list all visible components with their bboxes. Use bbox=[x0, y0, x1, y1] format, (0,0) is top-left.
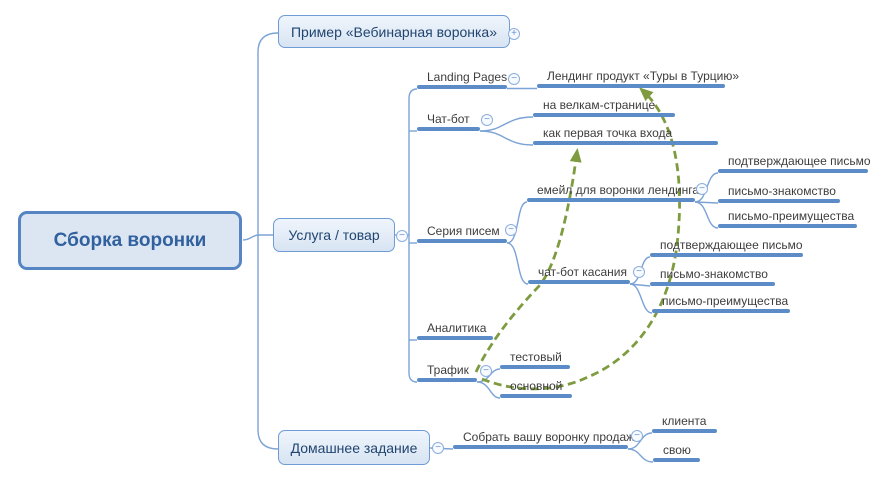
minus-glyph: − bbox=[435, 441, 441, 453]
node-line bbox=[528, 280, 630, 284]
node-label: Собрать вашу воронку продаж bbox=[463, 430, 635, 444]
node-line bbox=[718, 199, 840, 203]
node-analitika[interactable]: Аналитика bbox=[417, 321, 493, 340]
collapse-icon-collapse-usluga[interactable]: − bbox=[396, 230, 408, 242]
node-label: как первая точка входа bbox=[543, 126, 673, 140]
node-line bbox=[500, 365, 570, 369]
collapse-icon-collapse-chat-bot-kasaniya[interactable]: − bbox=[633, 266, 645, 278]
node-line bbox=[417, 127, 480, 131]
collapse-icon-collapse-landing-pages[interactable]: − bbox=[508, 73, 520, 85]
node-landing-pages[interactable]: Landing Pages bbox=[417, 70, 508, 89]
expand-icon-expand-primer[interactable]: + bbox=[508, 28, 520, 40]
node-line bbox=[533, 113, 675, 117]
collapse-icon-collapse-trafik[interactable]: − bbox=[480, 365, 492, 377]
minus-glyph: − bbox=[508, 223, 514, 235]
node-line bbox=[527, 198, 695, 202]
node-line bbox=[500, 394, 572, 398]
topic-homework[interactable]: Домашнее задание bbox=[278, 430, 430, 465]
node-chat-bot-kasaniya[interactable]: чат-бот касания bbox=[528, 265, 630, 284]
node-sobrat-voronku[interactable]: Собрать вашу воронку продаж bbox=[453, 430, 634, 449]
minus-glyph: − bbox=[511, 72, 517, 84]
collapse-icon-collapse-homework[interactable]: − bbox=[432, 442, 444, 454]
minus-glyph: − bbox=[483, 364, 489, 376]
plus-glyph: + bbox=[511, 27, 517, 39]
node-label: подтверждающее письмо bbox=[660, 238, 803, 252]
node-label: письмо-знакомство bbox=[660, 267, 768, 281]
node-lending-product[interactable]: Лендинг продукт «Туры в Турцию» bbox=[537, 69, 739, 88]
node-line bbox=[453, 445, 628, 449]
node-pismo-znakomstvo-2[interactable]: письмо-знакомство bbox=[650, 267, 775, 286]
node-label: клиента bbox=[662, 414, 707, 428]
minus-glyph: − bbox=[399, 229, 405, 241]
node-line bbox=[417, 85, 507, 89]
node-line bbox=[650, 253, 803, 257]
node-line bbox=[417, 378, 477, 382]
node-line bbox=[718, 169, 868, 173]
node-label: Трафик bbox=[427, 363, 469, 377]
node-line bbox=[650, 282, 775, 286]
minus-glyph: − bbox=[634, 429, 640, 441]
collapse-icon-collapse-email[interactable]: − bbox=[696, 183, 708, 195]
node-testovyj[interactable]: тестовый bbox=[500, 350, 570, 369]
node-label: тестовый bbox=[510, 350, 562, 364]
node-label: Аналитика bbox=[427, 321, 487, 335]
node-seriya-pisem[interactable]: Серия писем bbox=[417, 224, 507, 243]
node-line bbox=[652, 429, 717, 433]
minus-glyph: − bbox=[636, 265, 642, 277]
node-label: Серия писем bbox=[427, 224, 500, 238]
node-line bbox=[417, 239, 507, 243]
node-label: чат-бот касания bbox=[538, 265, 627, 279]
node-podtverzhdayushchee-2[interactable]: подтверждающее письмо bbox=[650, 238, 803, 257]
node-label: емейл для воронки лендинга bbox=[537, 183, 700, 197]
relationship-arrow-to-landing[interactable] bbox=[481, 87, 681, 391]
root-topic[interactable]: Сборка воронки bbox=[18, 211, 242, 270]
node-label: Landing Pages bbox=[427, 70, 508, 84]
node-label: письмо-знакомство bbox=[728, 184, 836, 198]
topic-usluga-label: Услуга / товар bbox=[288, 227, 380, 243]
node-line bbox=[718, 224, 857, 228]
node-email-dlya-voronki[interactable]: емейл для воронки лендинга bbox=[527, 183, 699, 202]
node-pismo-preimushchestva-2[interactable]: письмо-преимущества bbox=[652, 294, 790, 313]
node-line bbox=[653, 458, 700, 462]
node-label: свою bbox=[663, 443, 691, 457]
node-label: письмо-преимущества bbox=[662, 294, 789, 308]
node-pismo-znakomstvo-1[interactable]: письмо-знакомство bbox=[718, 184, 840, 203]
minus-glyph: − bbox=[699, 182, 705, 194]
root-topic-label: Сборка воронки bbox=[53, 229, 207, 251]
collapse-icon-collapse-chat-bot[interactable]: − bbox=[481, 114, 493, 126]
node-podtverzhdayushchee-1[interactable]: подтверждающее письмо bbox=[718, 154, 871, 173]
minus-glyph: − bbox=[484, 113, 490, 125]
node-label: подтверждающее письмо bbox=[728, 154, 871, 168]
node-label: основной bbox=[510, 379, 563, 393]
node-label: Лендинг продукт «Туры в Турцию» bbox=[547, 69, 739, 83]
node-klienta[interactable]: клиента bbox=[652, 414, 717, 433]
node-na-velkam-stranice[interactable]: на велкам-странице bbox=[533, 98, 675, 117]
node-line bbox=[417, 336, 493, 340]
collapse-icon-collapse-seriya-pisem[interactable]: − bbox=[505, 224, 517, 236]
node-line bbox=[652, 309, 790, 313]
topic-primer-label: Пример «Вебинарная воронка» bbox=[290, 23, 497, 40]
node-chat-bot[interactable]: Чат-бот bbox=[417, 112, 480, 131]
topic-usluga[interactable]: Услуга / товар bbox=[273, 218, 395, 252]
node-kak-pervaya-tochka[interactable]: как первая точка входа bbox=[533, 126, 718, 145]
node-trafik[interactable]: Трафик bbox=[417, 363, 477, 382]
topic-primer[interactable]: Пример «Вебинарная воронка» bbox=[278, 15, 510, 48]
node-line bbox=[537, 84, 725, 88]
node-svoyu[interactable]: свою bbox=[653, 443, 700, 462]
node-osnovnoj[interactable]: основной bbox=[500, 379, 572, 398]
node-label: письмо-преимущества bbox=[728, 209, 855, 223]
collapse-icon-collapse-sobrat[interactable]: − bbox=[631, 430, 643, 442]
node-label: на велкам-странице bbox=[543, 98, 656, 112]
node-line bbox=[533, 141, 718, 145]
topic-homework-label: Домашнее задание bbox=[290, 439, 418, 456]
node-pismo-preimushchestva-1[interactable]: письмо-преимущества bbox=[718, 209, 857, 228]
node-label: Чат-бот bbox=[427, 112, 470, 126]
